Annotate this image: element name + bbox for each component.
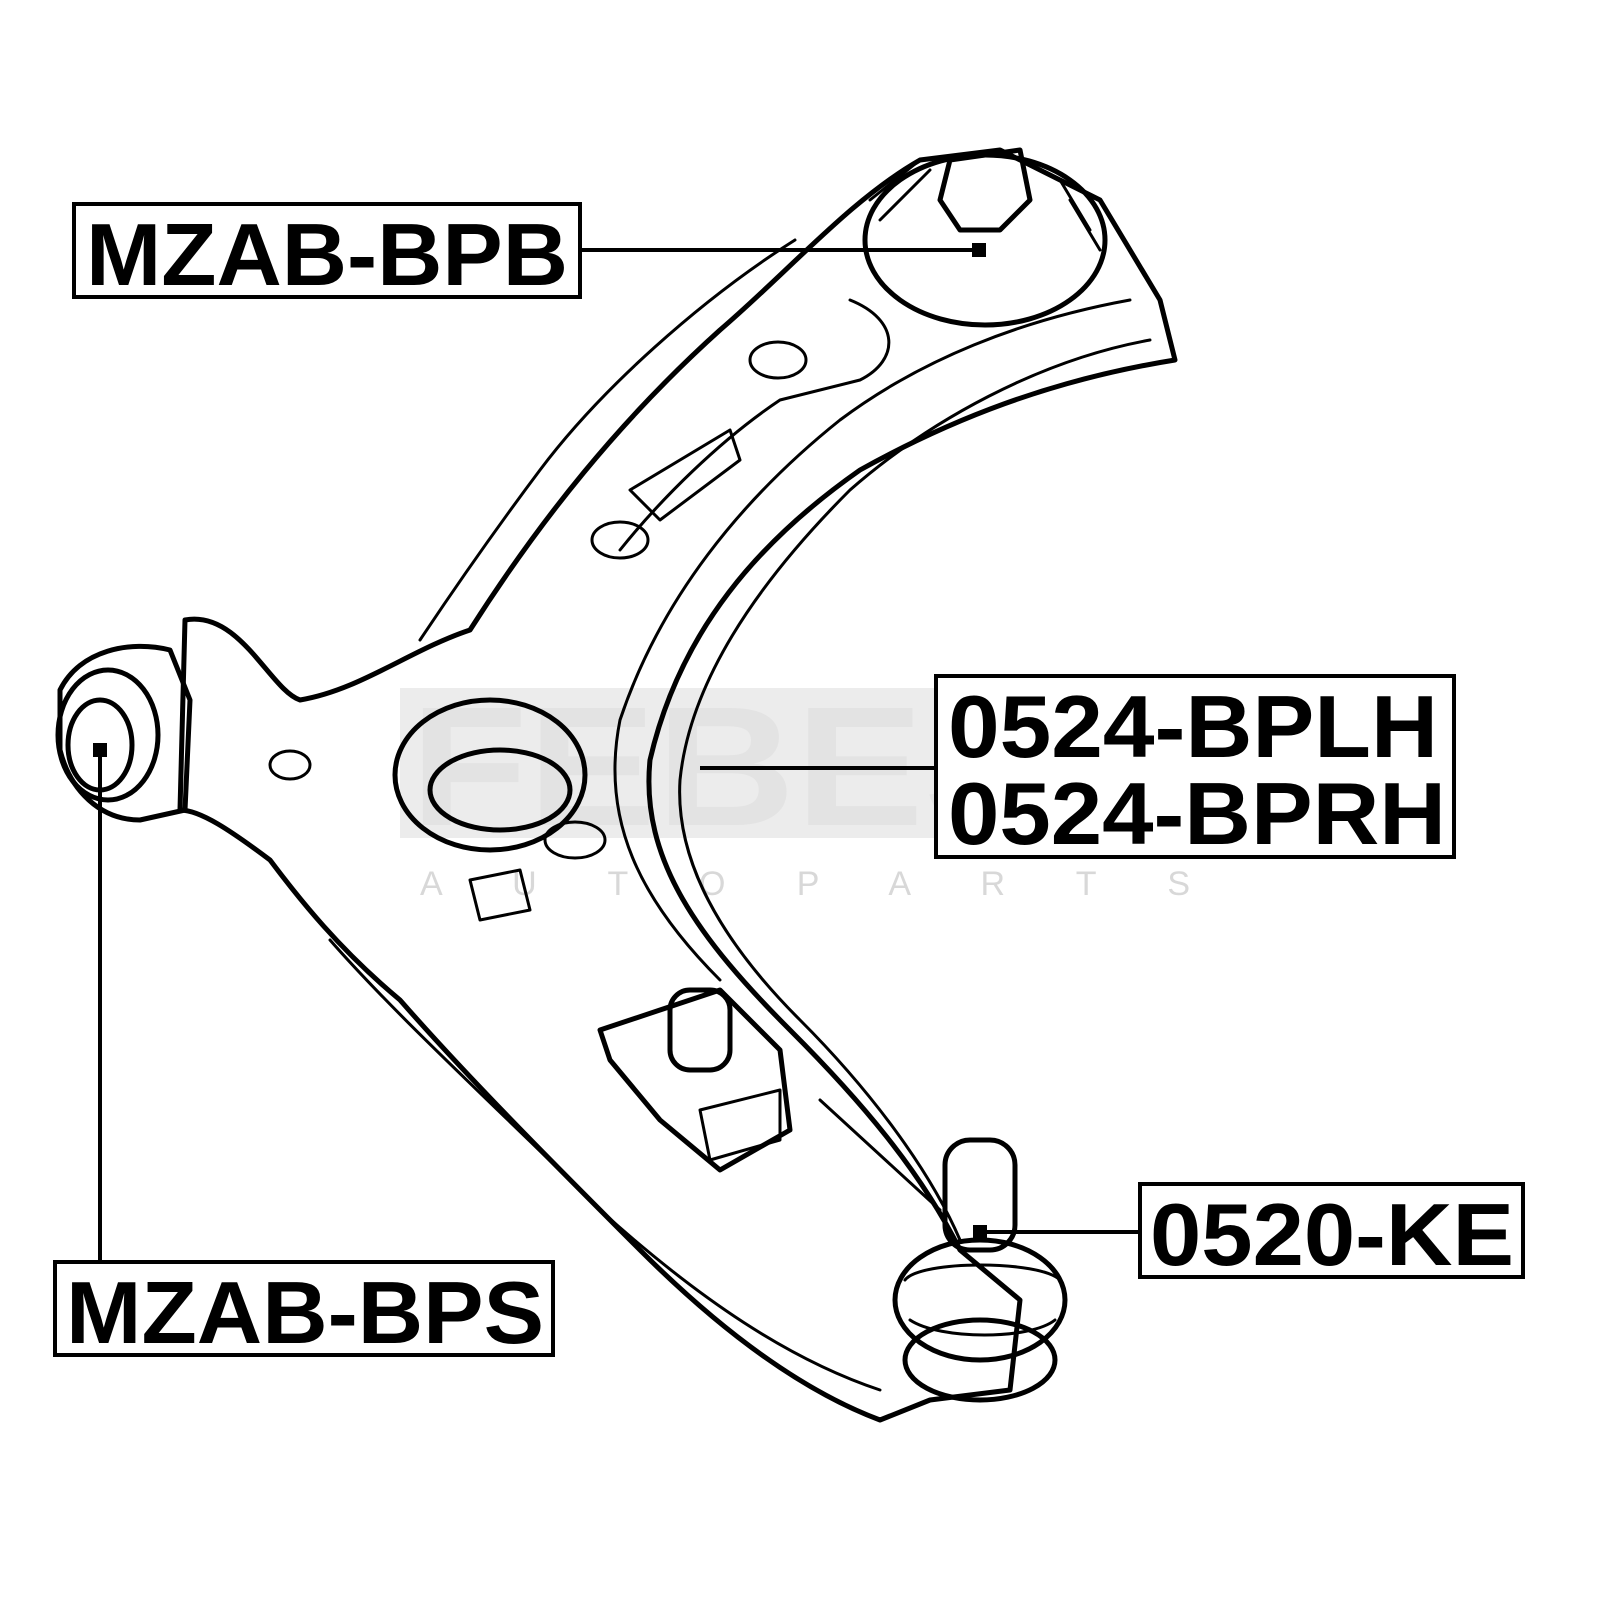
label-mzab-bps[interactable]: MZAB-BPS	[53, 1260, 555, 1362]
part-number-front-bushing: MZAB-BPS	[66, 1263, 544, 1362]
label-mzab-bpb[interactable]: MZAB-BPB	[72, 202, 582, 304]
leader-lines	[93, 243, 1139, 1261]
control-arm-drawing	[55, 147, 1178, 1423]
label-0524[interactable]: 0524-BPLH 0524-BPRH	[934, 674, 1456, 863]
watermark-subtitle: A U T O P A R T S	[420, 865, 1190, 903]
part-number-arm-right: 0524-BPRH	[948, 764, 1446, 863]
part-number-ball-joint: 0520-KE	[1150, 1185, 1514, 1284]
part-number-upper-bushing: MZAB-BPB	[86, 205, 568, 304]
part-number-arm-left: 0524-BPLH	[948, 677, 1438, 776]
label-0520-ke[interactable]: 0520-KE	[1138, 1182, 1525, 1284]
